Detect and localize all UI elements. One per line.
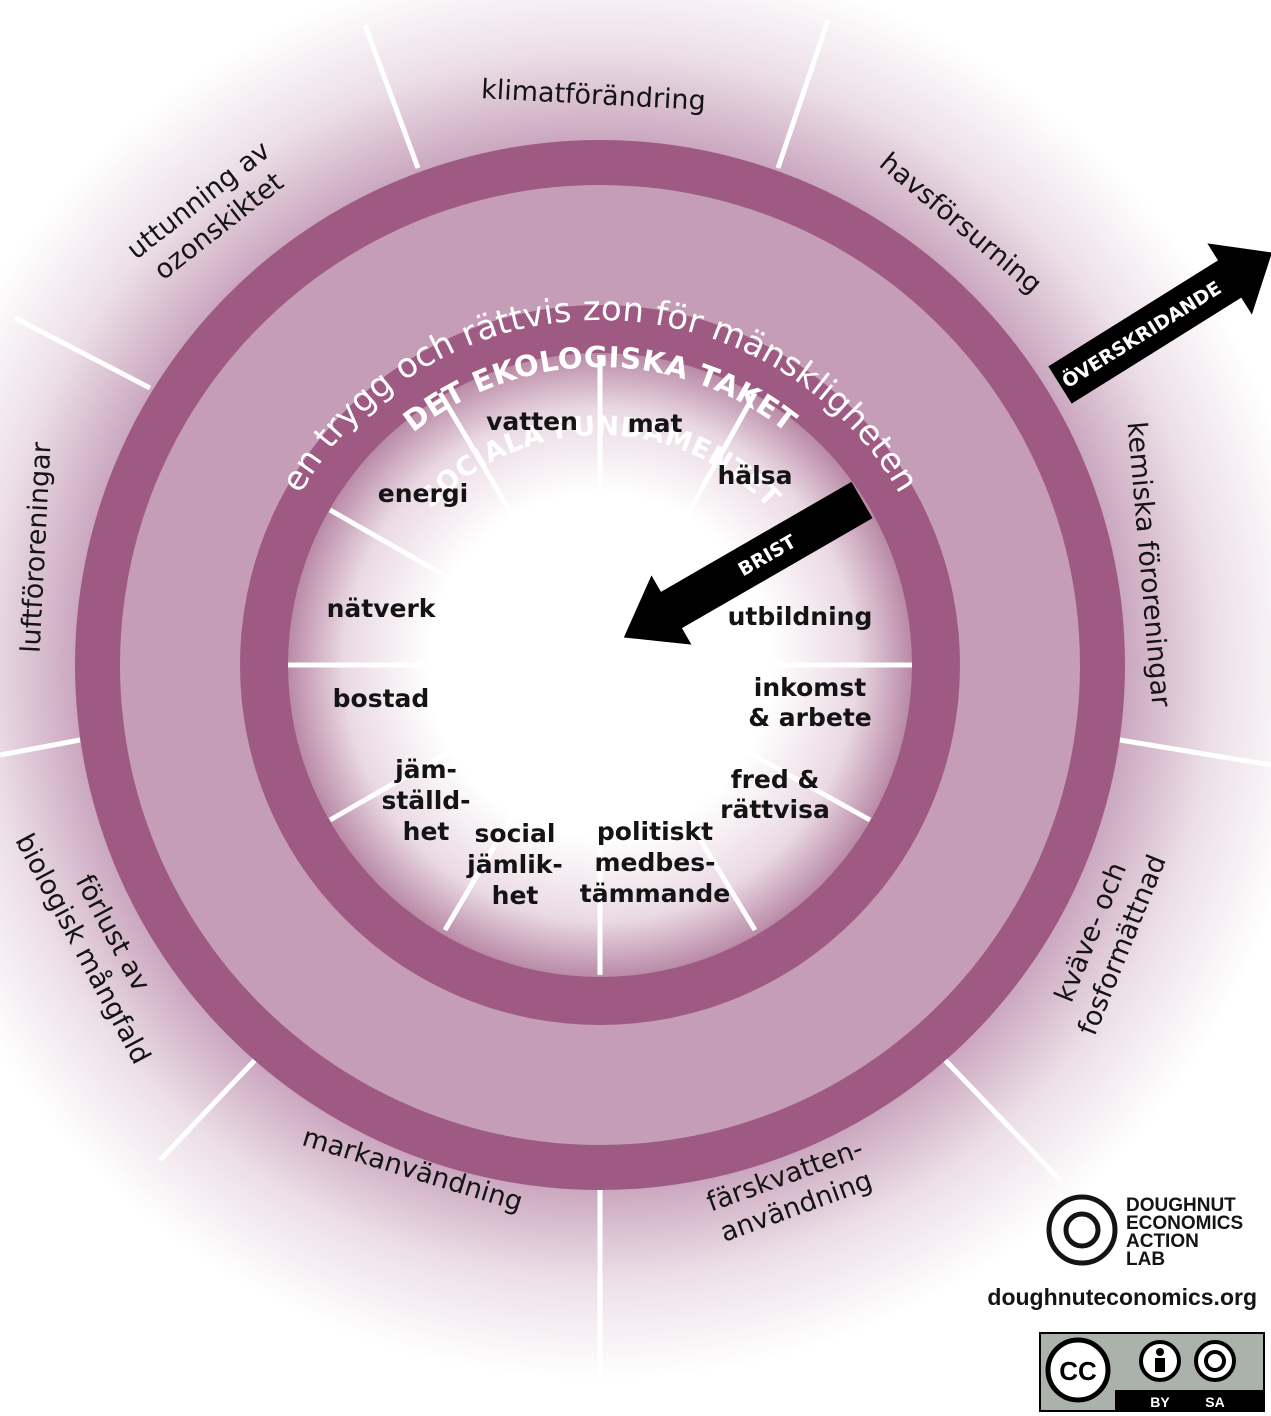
deal-logo: DOUGHNUT ECONOMICS ACTION LAB [1046,1194,1243,1270]
svg-text:LAB: LAB [1126,1249,1165,1270]
label-utbildning: utbildning [728,602,873,631]
svg-text:medbes-: medbes- [594,848,715,877]
svg-text:DOUGHNUT: DOUGHNUT [1126,1195,1236,1216]
deal-logo-icon [1046,1194,1118,1266]
label-inkomst-arbete: inkomst & arbete [748,673,871,732]
label-fred-rattvisa: fred & rättvisa [720,765,830,824]
svg-text:fred &: fred & [731,765,820,794]
label-vatten: vatten [486,407,578,436]
svg-text:SA: SA [1205,1394,1224,1410]
outer-dividers [0,19,1271,1416]
label-mat: mat [628,409,683,438]
sa-icon [1194,1340,1236,1382]
svg-text:het: het [492,881,539,910]
label-social-jamlikhet: social jämlik- het [466,819,563,910]
label-natverk: nätverk [327,594,437,623]
cc-icon [1045,1337,1111,1403]
svg-text:inkomst: inkomst [754,673,866,702]
label-energi: energi [378,479,469,508]
svg-text:jämlik-: jämlik- [466,850,563,879]
cc-license-badge: CC BY SA [1039,1332,1265,1412]
svg-text:ställd-: ställd- [381,786,470,815]
shortfall-arrow: BRIST [623,481,873,645]
svg-text:het: het [403,817,450,846]
label-halsa: hälsa [718,461,793,490]
svg-text:& arbete: & arbete [748,703,871,732]
svg-text:jäm-: jäm- [394,755,457,784]
svg-text:tämmande: tämmande [580,879,730,908]
inner-core [288,353,912,977]
svg-text:ACTION: ACTION [1126,1231,1199,1252]
svg-text:social: social [475,819,556,848]
label-jamstalldhet: jäm- ställd- het [381,755,470,846]
website-url[interactable]: doughnuteconomics.org [987,1284,1257,1310]
svg-text:CC: CC [1059,1356,1097,1386]
label-politiskt-medbestammande: politiskt medbes- tämmande [580,817,730,908]
svg-text:politiskt: politiskt [597,817,713,846]
label-bostad: bostad [333,684,430,713]
svg-text:BY: BY [1150,1394,1170,1410]
inner-dividers [288,355,912,975]
svg-text:rättvisa: rättvisa [720,795,830,824]
svg-text:ECONOMICS: ECONOMICS [1126,1213,1243,1234]
